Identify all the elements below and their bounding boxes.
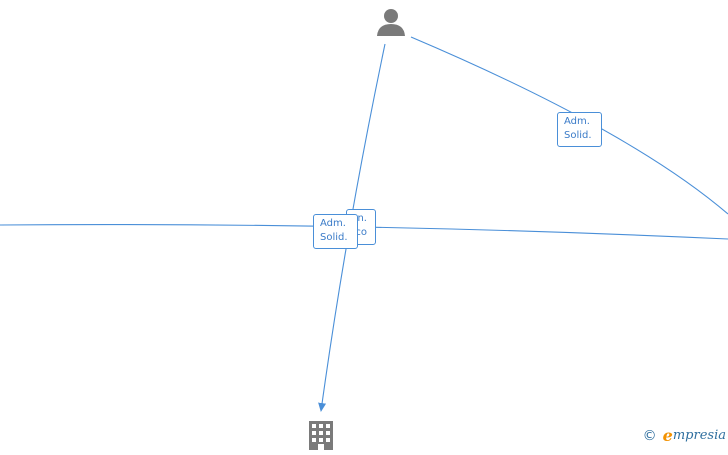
- brand-initial: e: [662, 426, 673, 445]
- edge-label-person-company[interactable]: Adm. Solid.: [313, 214, 358, 249]
- empresia-watermark: © e mpresia: [643, 426, 726, 445]
- brand-name: mpresia: [672, 428, 726, 443]
- edge-label-person-right[interactable]: Adm. Solid.: [557, 112, 602, 147]
- building-icon: [309, 421, 333, 450]
- person-icon: [377, 9, 405, 36]
- company-node[interactable]: [309, 421, 333, 450]
- person-node[interactable]: [376, 6, 406, 38]
- copyright-symbol: ©: [642, 427, 657, 444]
